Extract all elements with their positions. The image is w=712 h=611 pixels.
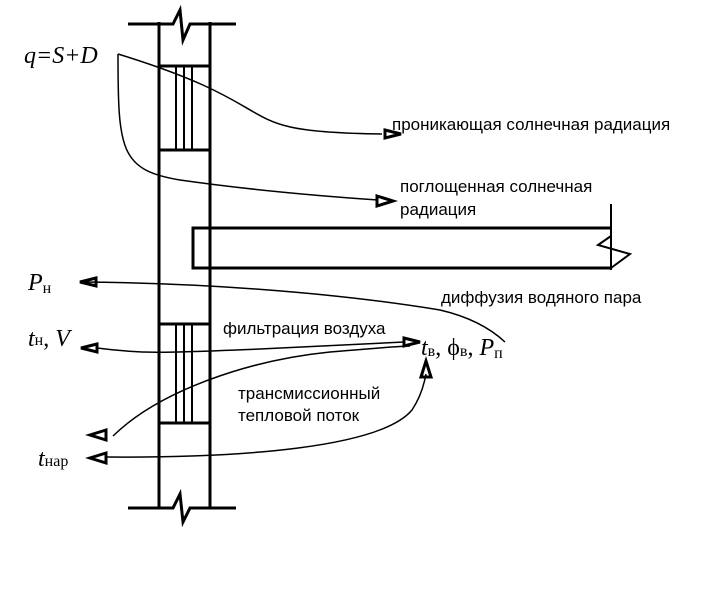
t-nar-symbol: tнар bbox=[38, 446, 68, 472]
penetrating-radiation-curve bbox=[117, 53, 383, 135]
upper-window bbox=[159, 64, 210, 152]
wall-top-break-symbol bbox=[128, 4, 236, 46]
penetrating-radiation-label: проникающая солнечная радиация bbox=[392, 115, 670, 134]
transmission-label-line1: трансмиссионный bbox=[238, 384, 380, 403]
wall-structure bbox=[128, 4, 633, 528]
arrow-up-icon bbox=[418, 355, 434, 379]
arrow-right-icon bbox=[383, 128, 402, 140]
absorbed-radiation-curve bbox=[117, 53, 379, 201]
t-v-phi-p-symbol: tв, ϕв, Pп bbox=[421, 335, 503, 362]
arrow-left-icon bbox=[84, 450, 108, 466]
lower-window bbox=[159, 322, 210, 425]
arrowheads bbox=[79, 128, 434, 466]
absorbed-radiation-label-line1: поглощенная солнечная bbox=[400, 177, 592, 196]
q-formula: q=S+D bbox=[24, 43, 98, 69]
slab-break-symbol bbox=[595, 235, 633, 269]
vapor-diffusion-label: диффузия водяного пара bbox=[441, 288, 642, 307]
labels: q=S+D проникающая солнечная радиация пог… bbox=[24, 43, 670, 472]
wall-bottom-break-symbol bbox=[128, 488, 236, 528]
transmission-lower-curve bbox=[105, 373, 427, 458]
arrow-left-icon bbox=[80, 342, 99, 354]
arrow-left-icon bbox=[84, 427, 108, 443]
arrow-right-icon bbox=[375, 193, 399, 209]
vapor-diffusion-curve bbox=[79, 281, 506, 343]
air-filtration-curve bbox=[96, 341, 405, 354]
arrow-right-icon bbox=[402, 336, 421, 348]
p-n-symbol: Pн bbox=[27, 270, 52, 297]
arrow-left-icon bbox=[79, 276, 98, 288]
air-filtration-label: фильтрация воздуха bbox=[223, 319, 386, 338]
transmission-upper-curve bbox=[112, 345, 411, 437]
absorbed-radiation-label-line2: радиация bbox=[400, 200, 476, 219]
t-n-v-symbol: tн, V bbox=[28, 326, 72, 352]
transmission-label-line2: тепловой поток bbox=[238, 406, 360, 425]
floor-slab bbox=[191, 204, 633, 270]
flow-curves bbox=[79, 53, 506, 458]
